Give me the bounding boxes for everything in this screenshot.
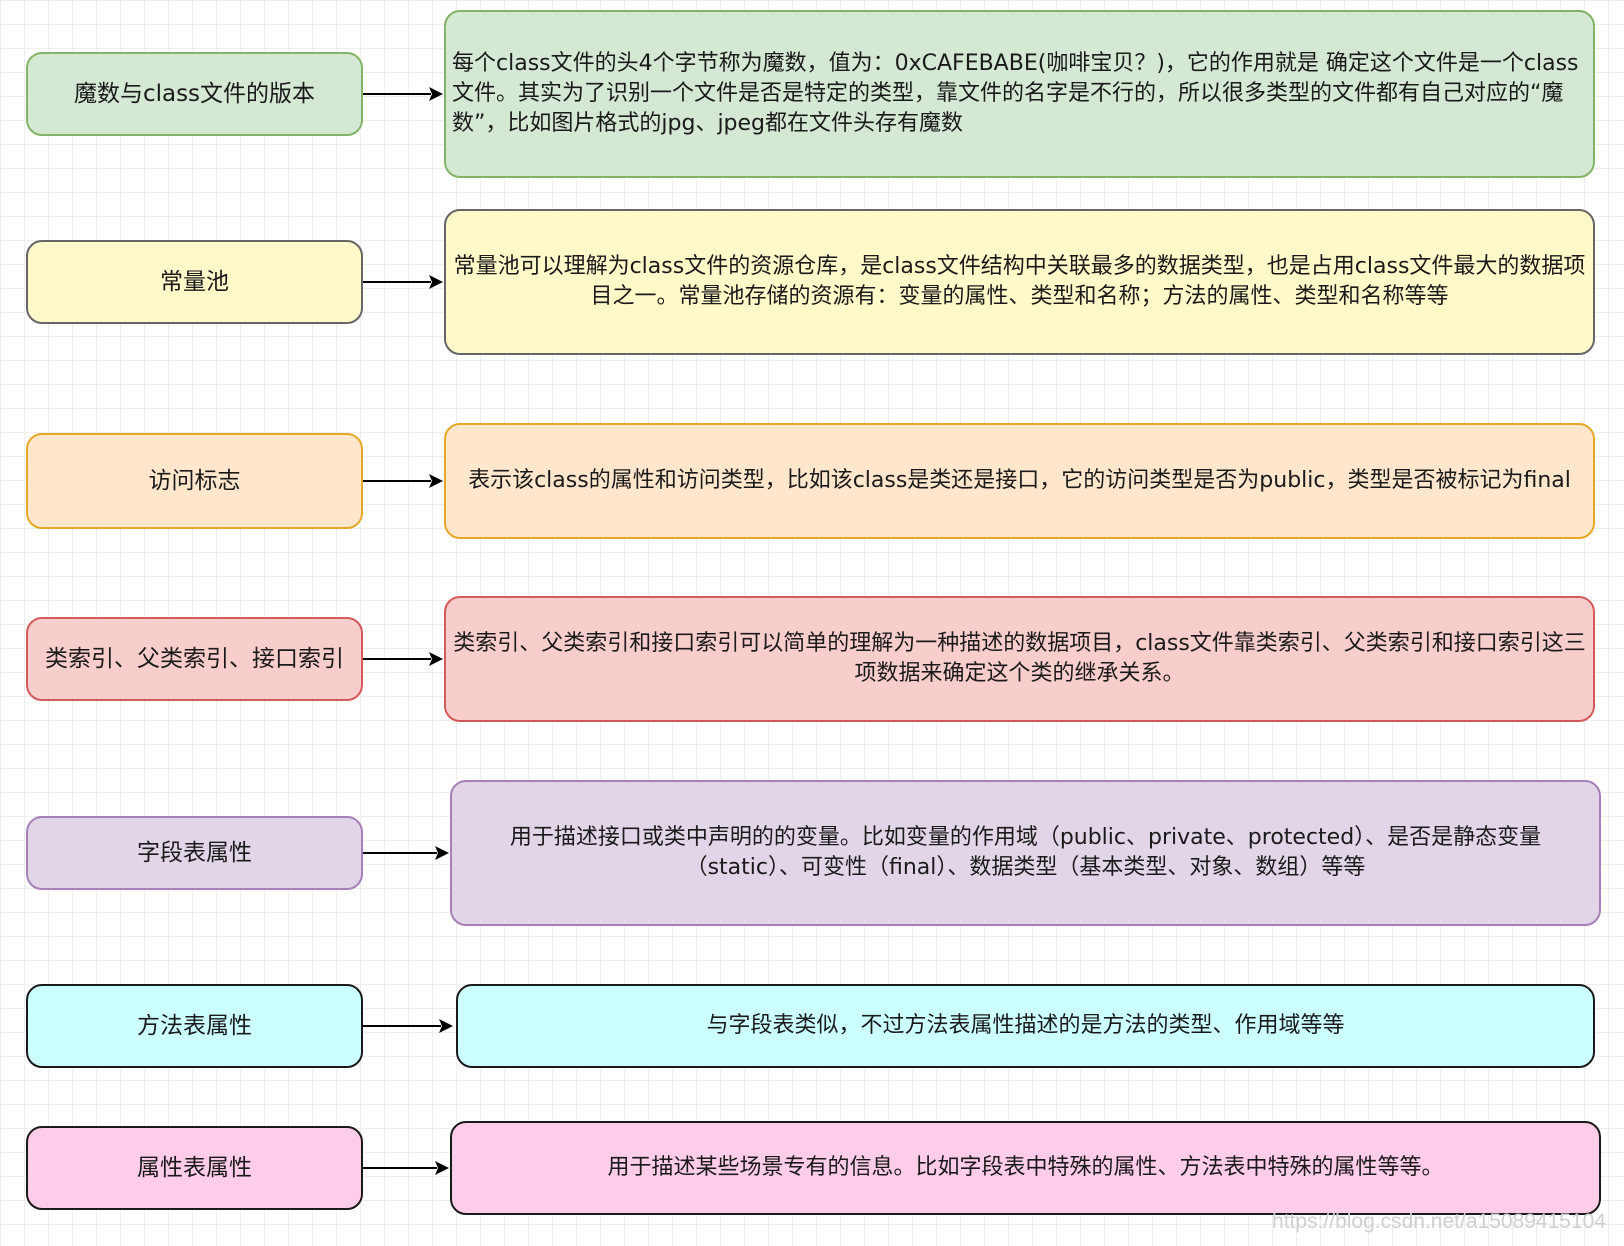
right-box-class-index: 类索引、父类索引和接口索引可以简单的理解为一种描述的数据项目，class文件靠类…: [444, 596, 1595, 722]
left-box-constant-pool: 常量池: [26, 240, 363, 324]
right-box-desc: 类索引、父类索引和接口索引可以简单的理解为一种描述的数据项目，class文件靠类…: [453, 631, 1586, 686]
left-box-class-index: 类索引、父类索引、接口索引: [26, 617, 363, 701]
arrow-connector: [363, 846, 449, 860]
right-box-access-flags: 表示该class的属性和访问类型，比如该class是类还是接口，它的访问类型是否…: [444, 423, 1595, 539]
arrow-connector: [363, 652, 443, 666]
left-box-access-flags: 访问标志: [26, 433, 363, 529]
right-box-method-table: 与字段表类似，不过方法表属性描述的是方法的类型、作用域等等: [456, 984, 1595, 1068]
arrow-connector: [363, 1161, 449, 1175]
left-box-label: 访问标志: [148, 468, 241, 494]
left-box-field-table: 字段表属性: [26, 816, 363, 890]
left-box-label: 类索引、父类索引、接口索引: [45, 646, 344, 672]
right-box-magic: 每个class文件的头4个字节称为魔数，值为：0xCAFEBABE(咖啡宝贝？)…: [444, 10, 1595, 178]
right-box-constant-pool: 常量池可以理解为class文件的资源仓库，是class文件结构中关联最多的数据类…: [444, 209, 1595, 355]
left-box-method-table: 方法表属性: [26, 984, 363, 1068]
arrow-connector: [363, 275, 443, 289]
right-box-field-table: 用于描述接口或类中声明的的变量。比如变量的作用域（public、private、…: [450, 780, 1601, 926]
left-box-label: 方法表属性: [137, 1013, 252, 1039]
left-box-label: 魔数与class文件的版本: [73, 81, 316, 107]
left-box-label: 字段表属性: [137, 840, 252, 866]
right-box-attribute-table: 用于描述某些场景专有的信息。比如字段表中特殊的属性、方法表中特殊的属性等等。: [450, 1121, 1601, 1215]
watermark-url: https://blog.csdn.net/a15089415104: [1272, 1210, 1606, 1233]
right-box-desc: 常量池可以理解为class文件的资源仓库，是class文件结构中关联最多的数据类…: [453, 254, 1586, 309]
right-box-desc: 与字段表类似，不过方法表属性描述的是方法的类型、作用域等等: [706, 1013, 1345, 1038]
left-box-magic: 魔数与class文件的版本: [26, 52, 363, 136]
right-box-desc: 每个class文件的头4个字节称为魔数，值为：0xCAFEBABE(咖啡宝贝？)…: [452, 51, 1579, 136]
left-box-label: 属性表属性: [137, 1155, 252, 1181]
right-box-desc: 用于描述某些场景专有的信息。比如字段表中特殊的属性、方法表中特殊的属性等等。: [607, 1155, 1444, 1180]
right-box-desc: 表示该class的属性和访问类型，比如该class是类还是接口，它的访问类型是否…: [468, 468, 1571, 493]
left-box-attribute-table: 属性表属性: [26, 1126, 363, 1210]
arrow-connector: [363, 1019, 453, 1033]
arrow-connector: [363, 474, 443, 488]
arrow-connector: [363, 87, 443, 101]
right-box-desc: 用于描述接口或类中声明的的变量。比如变量的作用域（public、private、…: [509, 825, 1542, 880]
left-box-label: 常量池: [160, 269, 229, 295]
